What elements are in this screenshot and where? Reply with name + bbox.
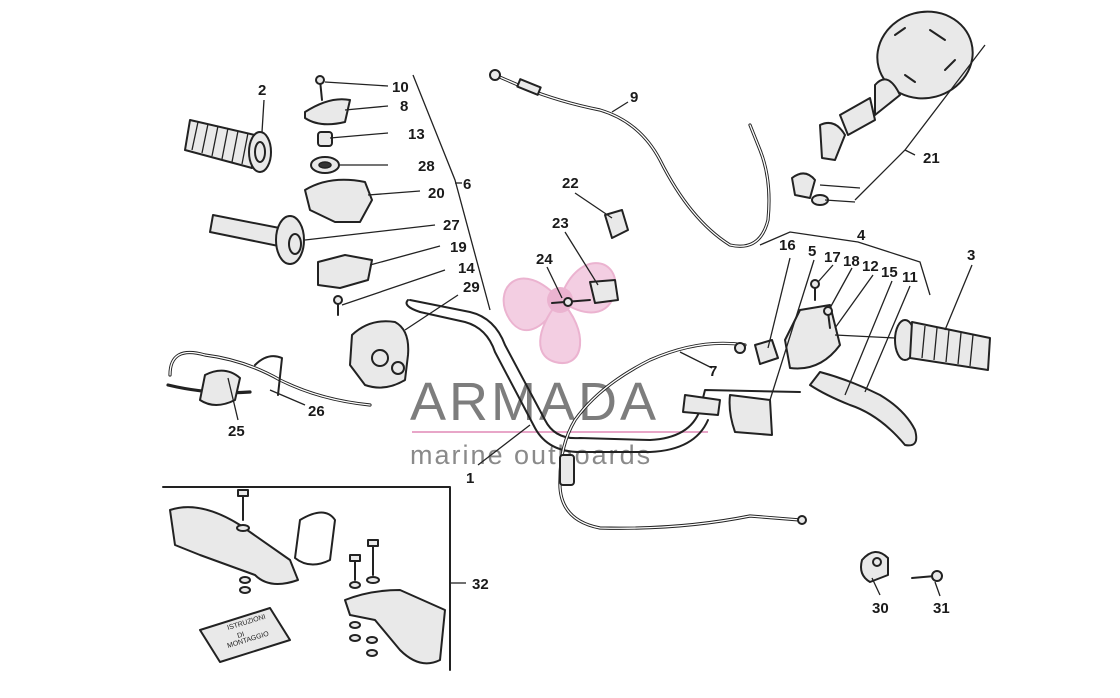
group-bracket-21 bbox=[854, 44, 986, 201]
throttle-tube-part[interactable] bbox=[209, 214, 305, 265]
callout-15: 15 bbox=[881, 264, 898, 281]
callout-6: 6 bbox=[463, 176, 471, 193]
bracket-part[interactable] bbox=[551, 279, 619, 307]
callout-13: 13 bbox=[408, 126, 425, 143]
switch-housing-part[interactable] bbox=[349, 320, 410, 389]
callout-8: 8 bbox=[400, 98, 408, 115]
callout-14: 14 bbox=[458, 260, 475, 277]
callout-22: 22 bbox=[562, 175, 579, 192]
leader-lines bbox=[227, 81, 973, 597]
callout-2: 2 bbox=[258, 82, 266, 99]
callout-3: 3 bbox=[967, 247, 975, 264]
callout-9: 9 bbox=[630, 89, 638, 106]
callout-20: 20 bbox=[428, 185, 445, 202]
callout-28: 28 bbox=[418, 158, 435, 175]
throttle-housing-group[interactable] bbox=[304, 75, 373, 316]
callout-24: 24 bbox=[536, 251, 553, 268]
callout-29: 29 bbox=[463, 279, 480, 296]
callout-10: 10 bbox=[392, 79, 409, 96]
callout-19: 19 bbox=[450, 239, 467, 256]
clutch-cable-part[interactable] bbox=[558, 341, 807, 530]
callout-7: 7 bbox=[709, 363, 717, 380]
group-bracket-4 bbox=[759, 231, 931, 296]
handguard-kit-box[interactable]: ISTRUZIONI DI MONTAGGIO bbox=[162, 486, 451, 671]
callout-25: 25 bbox=[228, 423, 245, 440]
svg-text:DI: DI bbox=[237, 631, 246, 640]
armada-logo-icon bbox=[502, 262, 617, 365]
cable-guide-part[interactable] bbox=[860, 551, 889, 583]
clutch-lever-assembly[interactable] bbox=[682, 279, 918, 447]
callout-18: 18 bbox=[843, 253, 860, 270]
handlebar-part[interactable] bbox=[405, 299, 801, 453]
callout-26: 26 bbox=[308, 403, 325, 420]
callout-12: 12 bbox=[862, 258, 879, 275]
callout-21: 21 bbox=[923, 150, 940, 167]
callout-11: 11 bbox=[902, 269, 918, 286]
callout-5: 5 bbox=[808, 243, 816, 260]
mirror-part[interactable] bbox=[791, 1, 982, 206]
left-grip-part[interactable] bbox=[184, 119, 272, 173]
throttle-cable-part[interactable] bbox=[489, 69, 771, 248]
callout-30: 30 bbox=[872, 600, 889, 617]
right-grip-part[interactable] bbox=[894, 319, 991, 371]
callout-23: 23 bbox=[552, 215, 569, 232]
watermark-tagline: marine outboards bbox=[410, 440, 652, 470]
cable-clip-part[interactable] bbox=[604, 209, 629, 239]
callout-31: 31 bbox=[933, 600, 950, 617]
group-bracket-6 bbox=[412, 74, 491, 311]
callout-27: 27 bbox=[443, 217, 460, 234]
left-switch-wiring-part[interactable] bbox=[166, 350, 372, 407]
callout-4: 4 bbox=[857, 227, 866, 244]
callout-1: 1 bbox=[466, 470, 474, 487]
callout-labels: 1 2 3 4 5 6 7 8 9 10 11 12 13 14 15 16 1… bbox=[228, 79, 975, 617]
screw-part[interactable] bbox=[911, 570, 943, 582]
callout-16: 16 bbox=[779, 237, 796, 254]
callout-17: 17 bbox=[824, 249, 841, 266]
instruction-booklet: ISTRUZIONI DI MONTAGGIO bbox=[199, 607, 291, 663]
callout-32: 32 bbox=[472, 576, 489, 593]
